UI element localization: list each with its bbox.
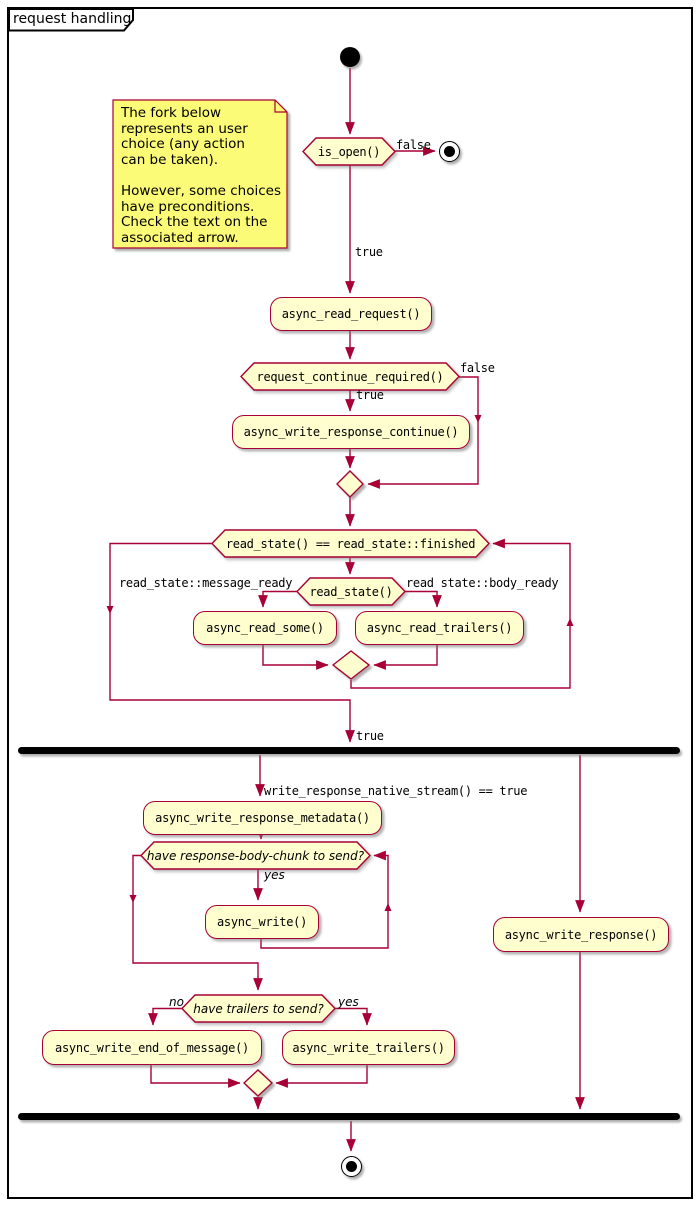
- activity-async-write-response-continue: async_write_response_continue(): [232, 415, 470, 449]
- frame-border: [7, 7, 693, 1199]
- decision-is-open-label: is_open(): [317, 144, 381, 159]
- decision-have-trailers: have trailers to send?: [181, 994, 336, 1023]
- decision-read-state-finished: read_state() == read_state::finished: [211, 529, 490, 558]
- edge-label-trailers-no: no: [169, 995, 184, 1009]
- edges: [109, 68, 585, 1152]
- decision-read-state: read_state(): [296, 577, 406, 606]
- decision-read-state-finished-label: read_state() == read_state::finished: [225, 536, 476, 551]
- edge-label-continue-true: true: [356, 388, 384, 402]
- merge-diamonds: [242, 470, 371, 1097]
- note-shape: [112, 99, 288, 249]
- decision-have-response-body-chunk: have response-body-chunk to send?: [140, 841, 371, 870]
- edge-label-loop-exit-true: true: [356, 729, 384, 743]
- decision-request-continue-required-label: request_continue_required(): [256, 369, 444, 384]
- frame-title: request handling: [13, 11, 132, 27]
- end-node-bottom: [341, 1156, 362, 1177]
- decision-is-open: is_open(): [302, 137, 396, 166]
- end-node-bottom-dot: [346, 1161, 357, 1172]
- activity-async-write-trailers: async_write_trailers(): [282, 1030, 455, 1065]
- mid-arrowheads: [106, 415, 574, 911]
- fork-bar: [18, 747, 680, 754]
- edge-label-is-open-false: false: [396, 138, 431, 152]
- edge-label-is-open-true: true: [355, 245, 383, 259]
- activity-async-write: async_write(): [205, 905, 319, 939]
- activity-async-read-some: async_read_some(): [193, 611, 337, 645]
- end-node-top-dot: [444, 146, 455, 157]
- decision-have-trailers-label: have trailers to send?: [193, 1001, 324, 1016]
- activity-async-write-response-metadata: async_write_response_metadata(): [143, 801, 382, 835]
- merge-diamond-3: [242, 1069, 274, 1097]
- edge-label-chunk-yes: yes: [264, 868, 285, 882]
- edge-label-continue-false: false: [460, 361, 495, 375]
- start-node: [340, 47, 360, 67]
- merge-diamond-2: [331, 650, 371, 680]
- decision-have-response-body-chunk-label: have response-body-chunk to send?: [146, 848, 365, 863]
- decision-request-continue-required: request_continue_required(): [240, 362, 460, 391]
- activity-async-write-end-of-message: async_write_end_of_message(): [42, 1030, 262, 1065]
- decision-read-state-label: read_state(): [309, 584, 393, 599]
- frame-title-tab: [8, 8, 134, 32]
- end-node-top: [439, 141, 460, 162]
- edge-label-native-stream-true: write_response_native_stream() == true: [264, 784, 528, 798]
- note: The fork below represents an user choice…: [121, 105, 281, 246]
- activity-async-read-trailers: async_read_trailers(): [355, 611, 524, 645]
- join-bar: [18, 1113, 680, 1120]
- edge-label-case-body-ready: read state::body_ready: [406, 576, 559, 590]
- merge-diamond-1: [336, 470, 364, 498]
- edge-label-case-message-ready: read_state::message_ready: [119, 576, 293, 590]
- activity-async-read-request: async_read_request(): [270, 297, 432, 331]
- activity-async-write-response: async_write_response(): [493, 917, 669, 952]
- edge-label-trailers-yes: yes: [338, 995, 359, 1009]
